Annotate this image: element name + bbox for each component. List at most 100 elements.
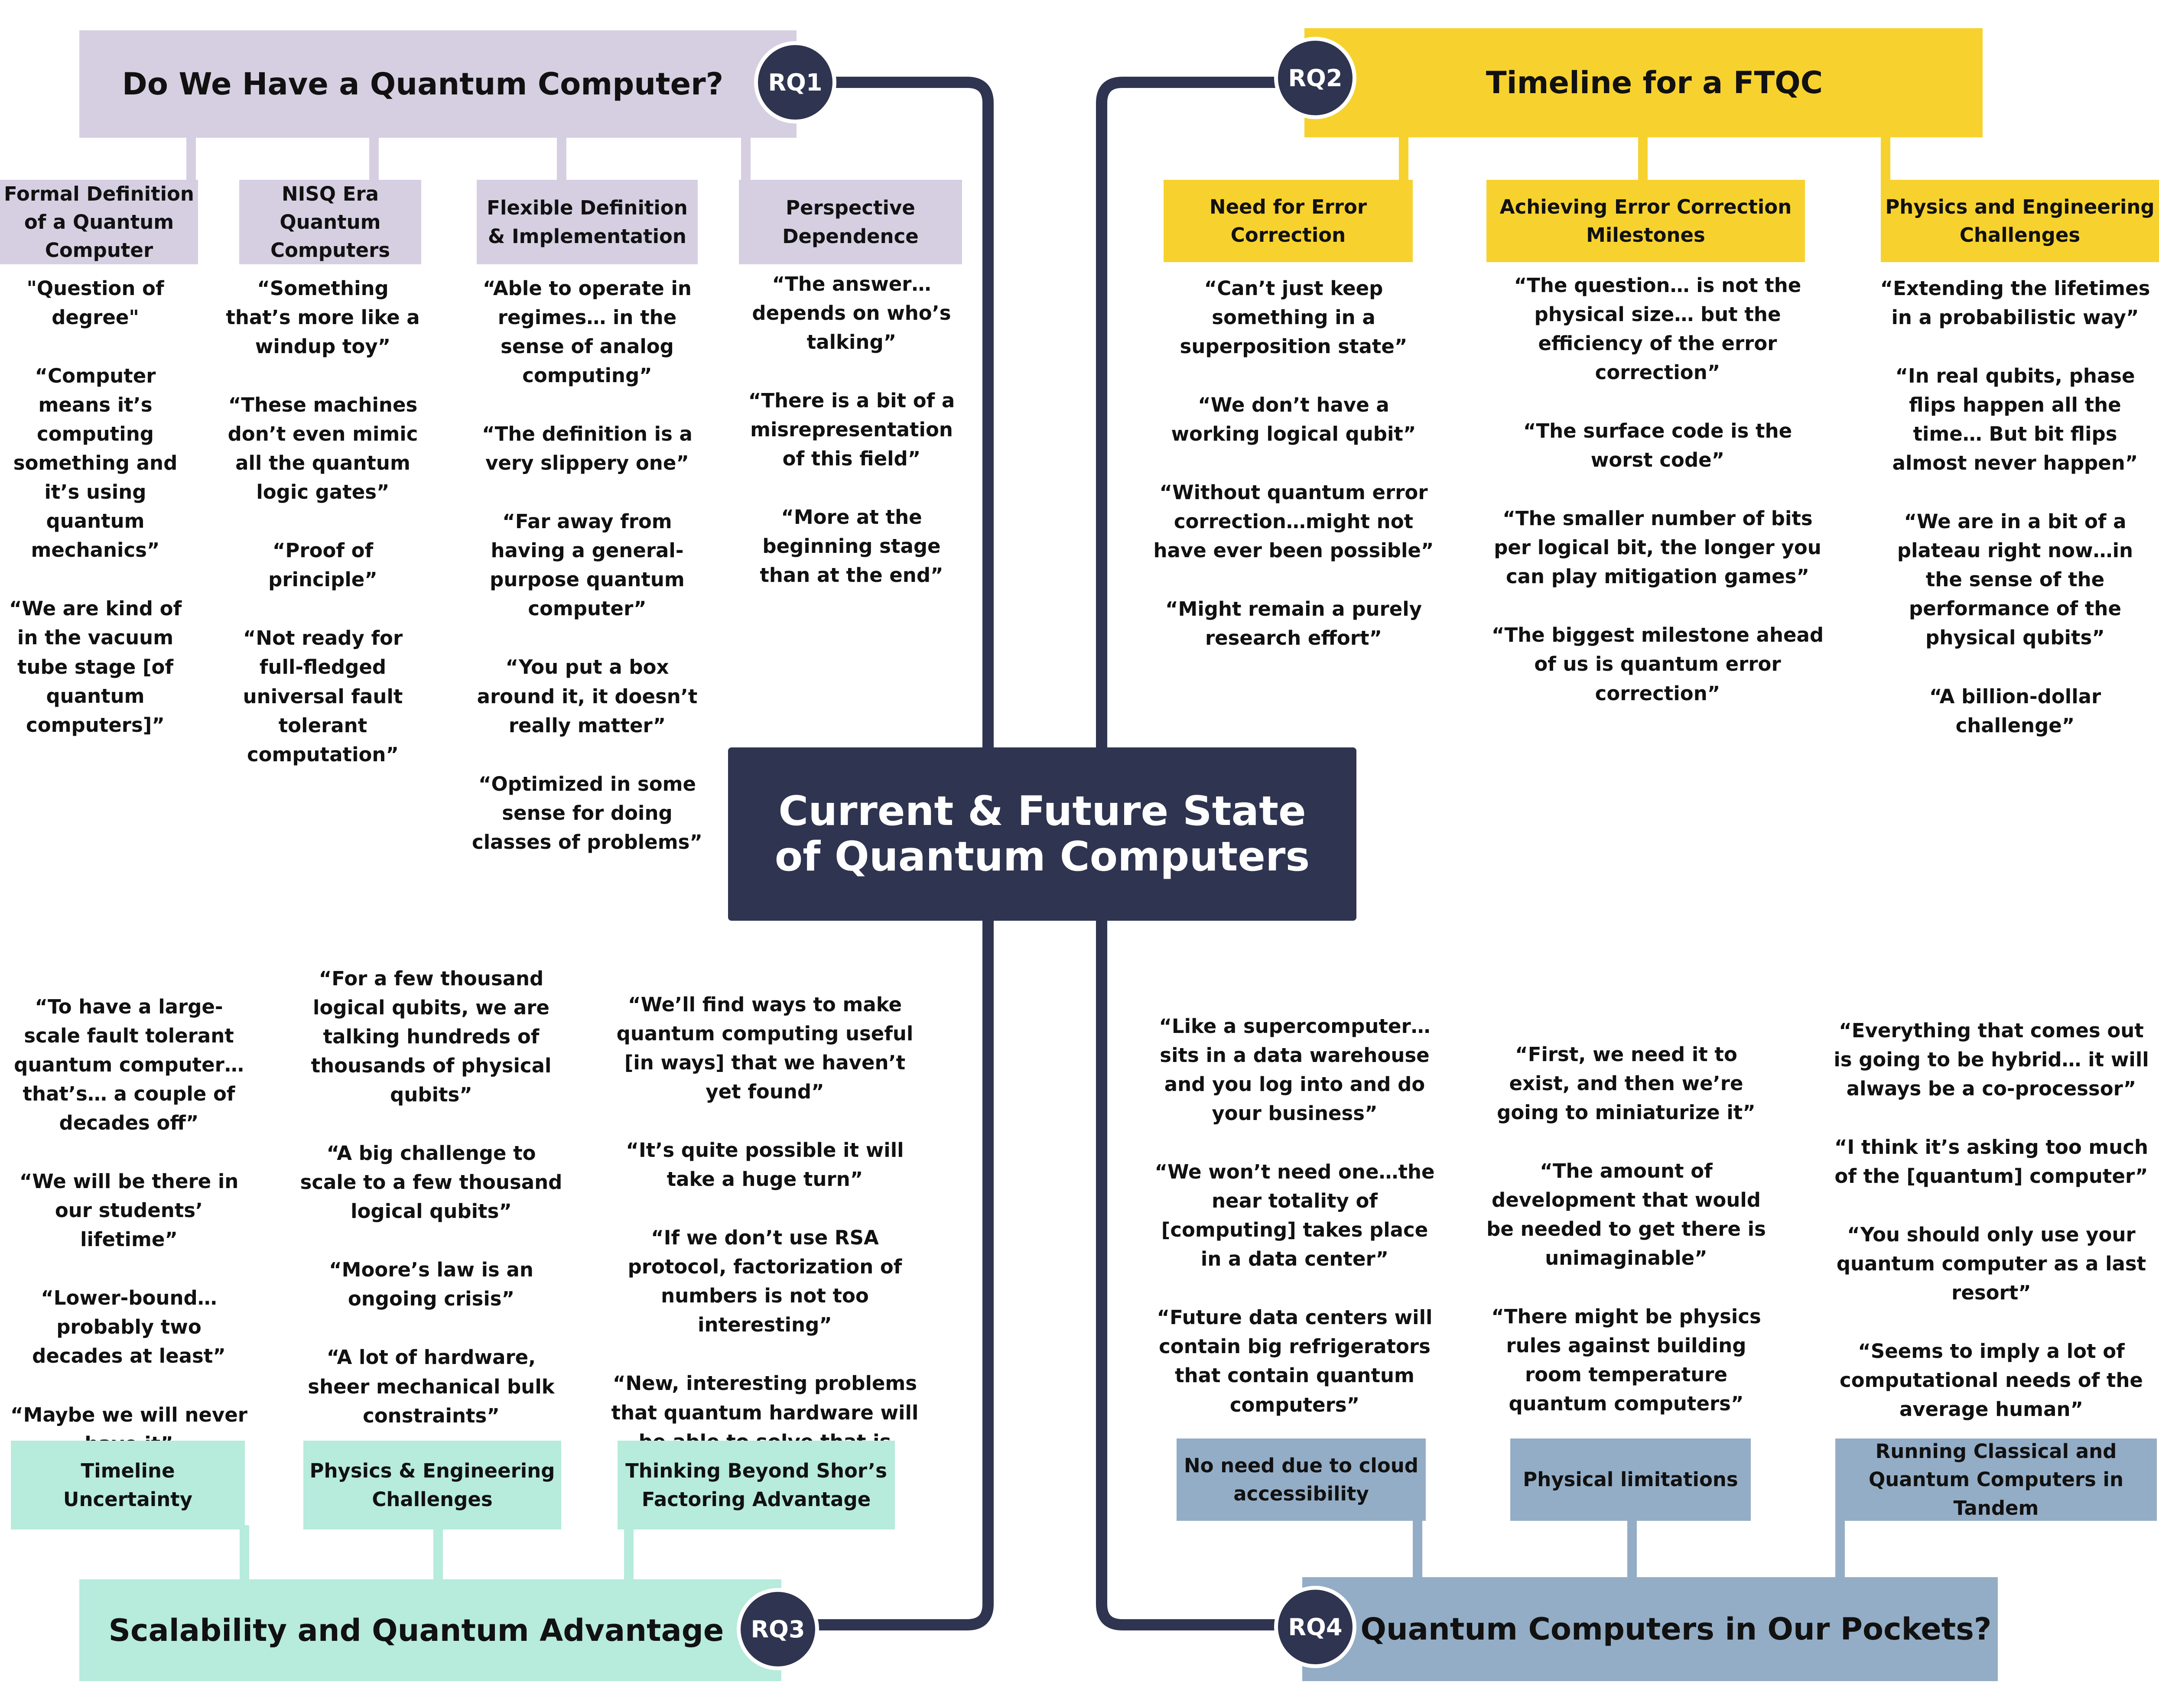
quote: “The surface code is the worst code” bbox=[1523, 419, 1792, 472]
theme-label: Physics & Engineering Challenges bbox=[309, 1459, 555, 1511]
theme-label: Achieving Error Correction Milestones bbox=[1499, 195, 1792, 247]
theme-label: Formal Definition of a Quantum Computer bbox=[4, 182, 194, 262]
quote: “Future data centers will contain big re… bbox=[1157, 1306, 1433, 1416]
theme-label: Physics and Engineering Challenges bbox=[1885, 195, 2155, 247]
rq1-branches bbox=[186, 134, 751, 180]
quote: “Something that’s more like a windup toy… bbox=[226, 277, 420, 358]
rq3-title: Scalability and Quantum Advantage bbox=[108, 1612, 724, 1648]
rq1-theme-nisq-era: NISQ Era Quantum Computers bbox=[239, 180, 421, 264]
quote: “Seems to imply a lot of computational n… bbox=[1840, 1340, 2143, 1421]
theme-label: Perspective Dependence bbox=[782, 196, 919, 248]
rq3-quotes-physics-engineering: “For a few thousand logical qubits, we a… bbox=[299, 964, 563, 1430]
quote: “We’ll find ways to make quantum computi… bbox=[616, 993, 914, 1104]
rq2-theme-need-for-error-correction: Need for Error Correction bbox=[1164, 180, 1413, 262]
theme-label: Need for Error Correction bbox=[1209, 195, 1367, 247]
quote: “Far away from having a general-purpose … bbox=[490, 510, 685, 620]
quote: “First, we need it to exist, and then we… bbox=[1497, 1043, 1756, 1124]
rq1-theme-perspective-dependence: Perspective Dependence bbox=[739, 180, 962, 264]
rq1-badge: RQ1 bbox=[754, 41, 836, 123]
quote: “The question… is not the physical size…… bbox=[1514, 274, 1801, 384]
rq2-quotes-error-correction-milestones: “The question… is not the physical size…… bbox=[1491, 271, 1824, 708]
quote: “Everything that comes out is going to b… bbox=[1834, 1019, 2149, 1101]
rq4-branches bbox=[1413, 1519, 1845, 1579]
rq1-theme-flexible-definition: Flexible Definition & Implementation bbox=[477, 180, 698, 264]
theme-label: Physical limitations bbox=[1523, 1468, 1738, 1491]
quote: “The smaller number of bits per logical … bbox=[1494, 507, 1821, 588]
quote: “If we don’t use RSA protocol, factoriza… bbox=[628, 1226, 902, 1337]
theme-label: Timeline Uncertainty bbox=[63, 1459, 193, 1511]
quote: “Lower-bound… probably two decades at le… bbox=[32, 1286, 226, 1368]
rq2-branches bbox=[1399, 134, 1890, 180]
quote: “Proof of principle” bbox=[268, 539, 377, 591]
quote: “I think it’s asking too much of the [qu… bbox=[1834, 1136, 2149, 1188]
rq4-title-box: Quantum Computers in Our Pockets? bbox=[1302, 1577, 1998, 1681]
rq1-quotes-nisq-era: “Something that’s more like a windup toy… bbox=[225, 274, 420, 769]
quote: “We are in a bit of a plateau right now…… bbox=[1897, 510, 2133, 649]
quote: "Question of degree" bbox=[26, 277, 164, 329]
rq2-quotes-need-for-error-correction: “Can’t just keep something in a superpos… bbox=[1151, 274, 1437, 653]
quote: “These machines don’t even mimic all the… bbox=[228, 393, 418, 504]
rq3-quotes-beyond-shor: “We’ll find ways to make quantum computi… bbox=[605, 990, 925, 1485]
rq2-quotes-physics-engineering: “Extending the lifetimes in a probabilis… bbox=[1876, 274, 2154, 740]
quote: “Optimized in some sense for doing class… bbox=[472, 772, 702, 854]
quote: “More at the beginning stage than at the… bbox=[760, 506, 943, 587]
rq4-quotes-physical-limitations: “First, we need it to exist, and then we… bbox=[1482, 1040, 1770, 1419]
rq3-badge: RQ3 bbox=[737, 1588, 819, 1670]
rq2-badge: RQ2 bbox=[1274, 37, 1356, 119]
quote: “The biggest milestone ahead of us is qu… bbox=[1491, 623, 1824, 705]
rq1-quotes-flexible-definition: “Able to operate in regimes… in the sens… bbox=[470, 274, 704, 857]
rq3-title-box: Scalability and Quantum Advantage bbox=[79, 1579, 781, 1681]
rq2-badge-label: RQ2 bbox=[1288, 64, 1343, 92]
theme-label: Running Classical and Quantum Computers … bbox=[1868, 1440, 2123, 1520]
rq4-badge-label: RQ4 bbox=[1288, 1613, 1343, 1641]
quote: “The definition is a very slippery one” bbox=[482, 422, 693, 475]
rq3-branches bbox=[240, 1525, 634, 1579]
quote: “Like a supercomputer… sits in a data wa… bbox=[1159, 1015, 1431, 1125]
quote: “Extending the lifetimes in a probabilis… bbox=[1880, 277, 2150, 329]
rq2-title-box: Timeline for a FTQC bbox=[1304, 28, 1983, 137]
quote: “A big challenge to scale to a few thous… bbox=[300, 1142, 563, 1223]
quote: “A lot of hardware, sheer mechanical bul… bbox=[308, 1346, 555, 1427]
rq1-theme-formal-definition: Formal Definition of a Quantum Computer bbox=[0, 180, 198, 264]
quote: “For a few thousand logical qubits, we a… bbox=[311, 967, 552, 1107]
rq1-connector bbox=[809, 77, 994, 760]
rq4-badge: RQ4 bbox=[1274, 1586, 1356, 1668]
rq4-theme-physical-limitations: Physical limitations bbox=[1510, 1438, 1751, 1521]
theme-label: No need due to cloud accessibility bbox=[1184, 1454, 1418, 1505]
rq4-quotes-cloud: “Like a supercomputer… sits in a data wa… bbox=[1153, 1012, 1437, 1419]
quote: “You should only use your quantum comput… bbox=[1836, 1223, 2146, 1305]
theme-label: Thinking Beyond Shor’s Factoring Advanta… bbox=[625, 1459, 887, 1511]
rq3-theme-physics-engineering: Physics & Engineering Challenges bbox=[303, 1441, 561, 1529]
quote: “We are kind of in the vacuum tube stage… bbox=[9, 597, 182, 737]
quote: “We don’t have a working logical qubit” bbox=[1171, 393, 1416, 446]
rq2-title: Timeline for a FTQC bbox=[1486, 65, 1823, 101]
rq1-quotes-perspective-dependence: “The answer… depends on who’s talking” “… bbox=[739, 270, 964, 590]
rq4-title: Quantum Computers in Our Pockets? bbox=[1360, 1611, 1992, 1647]
quote: “There might be physics rules against bu… bbox=[1491, 1305, 1761, 1416]
rq3-theme-timeline-uncertainty: Timeline Uncertainty bbox=[11, 1441, 245, 1529]
rq4-connector bbox=[1096, 904, 1299, 1630]
quote: “Computer means it’s computing something… bbox=[13, 364, 178, 562]
theme-label: Flexible Definition & Implementation bbox=[487, 196, 688, 248]
quote: “Able to operate in regimes… in the sens… bbox=[483, 277, 692, 387]
theme-label: NISQ Era Quantum Computers bbox=[270, 182, 390, 262]
rq1-badge-label: RQ1 bbox=[768, 68, 823, 96]
rq3-theme-beyond-shor: Thinking Beyond Shor’s Factoring Advanta… bbox=[618, 1441, 895, 1529]
quote: “Might remain a purely research effort” bbox=[1165, 597, 1422, 650]
quote: “There is a bit of a misrepresentation o… bbox=[748, 389, 955, 471]
rq1-title: Do We Have a Quantum Computer? bbox=[122, 66, 724, 102]
rq2-theme-physics-engineering: Physics and Engineering Challenges bbox=[1881, 180, 2159, 262]
quote: “A billion-dollar challenge” bbox=[1929, 685, 2101, 737]
quote: “The answer… depends on who’s talking” bbox=[752, 273, 951, 354]
quote: “We will be there in our students’ lifet… bbox=[19, 1170, 239, 1251]
rq4-theme-cloud-accessibility: No need due to cloud accessibility bbox=[1177, 1438, 1426, 1521]
central-topic: Current & Future State of Quantum Comput… bbox=[728, 747, 1356, 921]
rq4-quotes-tandem: “Everything that comes out is going to b… bbox=[1831, 1016, 2152, 1424]
quote: “Without quantum error correction…might … bbox=[1153, 481, 1434, 562]
rq3-connector bbox=[809, 904, 994, 1630]
quote: “In real qubits, phase flips happen all … bbox=[1892, 364, 2138, 475]
rq1-title-box: Do We Have a Quantum Computer? bbox=[79, 30, 797, 138]
rq4-theme-classical-quantum-tandem: Running Classical and Quantum Computers … bbox=[1835, 1438, 2157, 1521]
quote: “Can’t just keep something in a superpos… bbox=[1180, 277, 1408, 358]
